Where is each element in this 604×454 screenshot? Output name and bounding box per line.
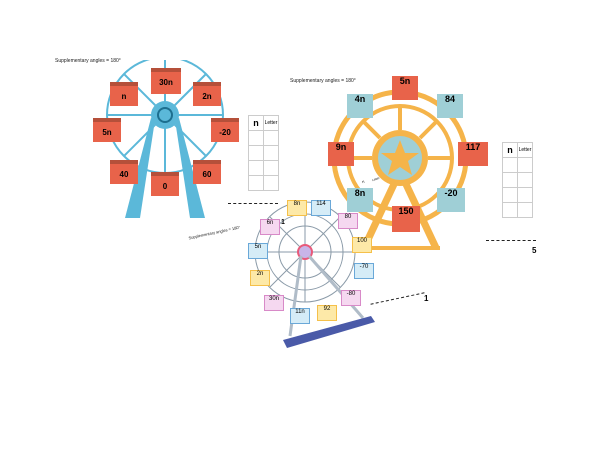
wheel1-gondola-top: 30n (151, 68, 181, 94)
wheel1-gondola: 0 (151, 172, 179, 196)
wheel3-gondola: 6n (260, 219, 280, 235)
wheel2-gondola: 4n (347, 94, 373, 118)
wheel3-caption: Supplementary angles = 180° (188, 224, 241, 241)
wheel2-gondola: 84 (437, 94, 463, 118)
wheel1-gondola: n (110, 82, 138, 106)
wheel1-gondola: -20 (211, 118, 239, 142)
wheel1-gondola: 60 (193, 160, 221, 184)
wheel3-gondola: 92 (317, 305, 337, 321)
wheel1-gondola: 40 (110, 160, 138, 184)
wheel1-gondola: 2n (193, 82, 221, 106)
wheel2-gondola: 117 (458, 142, 488, 166)
wheel2-gondola: 9n (328, 142, 354, 166)
wheel3-gondola: 114 (311, 200, 331, 216)
wheel3-gondola: 5n (248, 243, 268, 259)
wheel3-gondola: 100 (352, 237, 372, 253)
wheel3-gondola: 8n (287, 200, 307, 216)
answer-number-3: 1 (424, 294, 429, 303)
wheel3-gondola: 2n (250, 270, 270, 286)
wheel3-tag-number: 1 (281, 219, 285, 226)
wheel2-gondola-top: 5n (392, 76, 418, 100)
wheel3-gondola: 30n (264, 295, 284, 311)
answer-blank-2[interactable] (486, 240, 536, 241)
wheel3-gondola: 80 (338, 213, 358, 229)
answer-number-2: 5 (532, 246, 537, 255)
wheel2-gondola: 8n (347, 188, 373, 212)
wheel1-gondola: 5n (93, 118, 121, 142)
wheel1-caption: Supplementary angles = 180° (55, 58, 121, 64)
wheel2-gondola: 150 (392, 206, 420, 232)
wheel2-caption: Supplementary angles = 180° (290, 78, 356, 84)
wheel2-gondola: -20 (437, 188, 465, 212)
answer-blank-1[interactable] (228, 203, 278, 204)
wheel3-gondola: 11n (290, 308, 310, 324)
wheel3-gondola: -80 (341, 290, 361, 306)
wheel3-gondola: -70 (354, 263, 374, 279)
ferris-wheel-1 (106, 60, 224, 218)
